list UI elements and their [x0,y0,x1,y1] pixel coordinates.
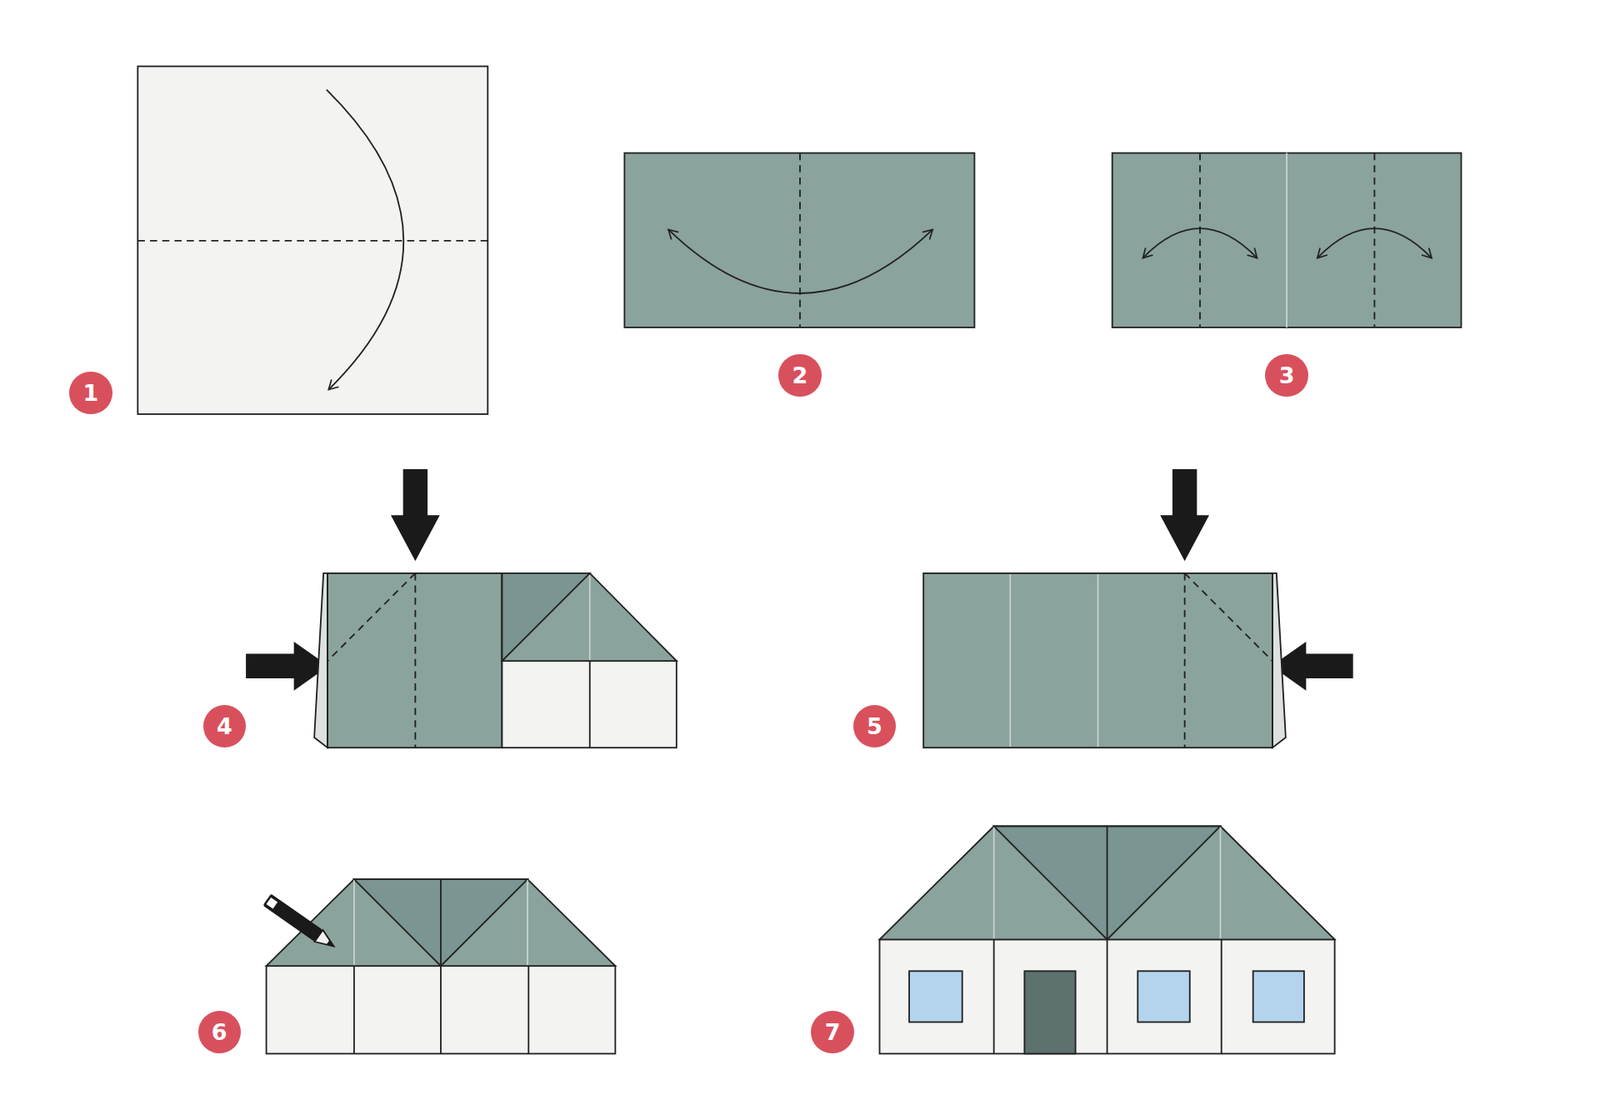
step7-house-part [1024,970,1075,1054]
step6-house-part [440,879,442,966]
step2-rectangle-part [799,153,801,328]
step1-square-part [137,66,488,415]
step7-house-part [909,970,963,1022]
pencil-part [325,940,335,950]
step6-house-part [440,965,442,1054]
step-badge: 7 [810,1010,854,1054]
step2-rectangle-part [624,153,975,328]
step6-house-part [527,965,530,1054]
step3-rectangle [1112,153,1462,328]
step7-house-part [1106,825,1109,940]
push-arrows-part [1160,469,1210,561]
step6-house-part [266,965,616,1054]
step4-fold-part [589,660,591,748]
step7-house-part [880,825,1335,940]
step-number: 7 [825,1020,841,1044]
step5-fold-part [1097,574,1100,747]
step-number: 2 [792,364,809,387]
step3-rectangle-part [1317,228,1432,258]
step7-house-part [993,827,995,939]
step7-house-part [1253,970,1305,1022]
step7-house-part [994,825,1221,940]
step-number: 4 [216,715,233,738]
step-number: 1 [83,381,100,405]
step6-house-part [526,880,529,965]
step5-fold-part [923,573,1273,748]
step5-fold [923,573,1286,748]
pencil [262,893,338,952]
step4-fold-part [327,573,502,748]
step7-house-part [880,939,1335,1054]
step4-fold-part [327,573,415,661]
step5-fold-part [1185,573,1273,661]
step7-house-part [1220,939,1223,1054]
step4-fold-part [589,575,591,660]
step7-house [880,825,1335,1054]
step4-fold-part [501,660,676,748]
step-badge: 6 [198,1010,241,1054]
pencil-part [315,930,339,953]
step2-rectangle [624,153,975,328]
step3-rectangle-part [1373,153,1375,328]
step-number: 5 [866,715,883,738]
step-badge: 1 [69,371,112,415]
push-arrows-part [1271,641,1354,691]
step7-house-part [1220,827,1222,939]
step3-rectangle-part [1142,228,1257,258]
step6-house-part [354,879,528,966]
step5-fold-part [1184,573,1186,748]
step3-rectangle-part [1199,153,1201,328]
step4-fold-part [501,573,676,661]
step4-fold-part [314,573,328,748]
step6-house [266,879,616,1054]
step6-house-part [266,879,616,966]
push-arrows-part [390,469,440,561]
step7-house-part [993,939,995,1054]
step-badge: 3 [1265,354,1308,397]
step3-rectangle-part [1285,153,1288,328]
step6-house-part [353,880,355,965]
step6-house-part [353,965,355,1054]
step7-house-part [1137,970,1190,1022]
step5-fold-part [1009,574,1011,747]
step1-square-part [326,90,404,390]
step4-fold-part [414,573,416,748]
step-number: 3 [1279,364,1295,387]
step3-rectangle-part [1112,153,1462,328]
step2-rectangle-part [668,229,933,294]
push-arrows-part [245,641,329,691]
step1-square [137,66,488,415]
step4-fold [314,573,677,748]
step1-square-part [137,240,488,242]
step7-house-part [1106,939,1109,1054]
step4-fold-part [501,573,590,661]
step-badge: 2 [778,354,821,397]
step-badge: 4 [203,705,246,748]
pencil-part [266,897,279,910]
step5-fold-part [1272,573,1286,748]
pencil-part [262,893,323,942]
step-badge: 5 [853,705,896,748]
step-number: 6 [211,1020,228,1044]
